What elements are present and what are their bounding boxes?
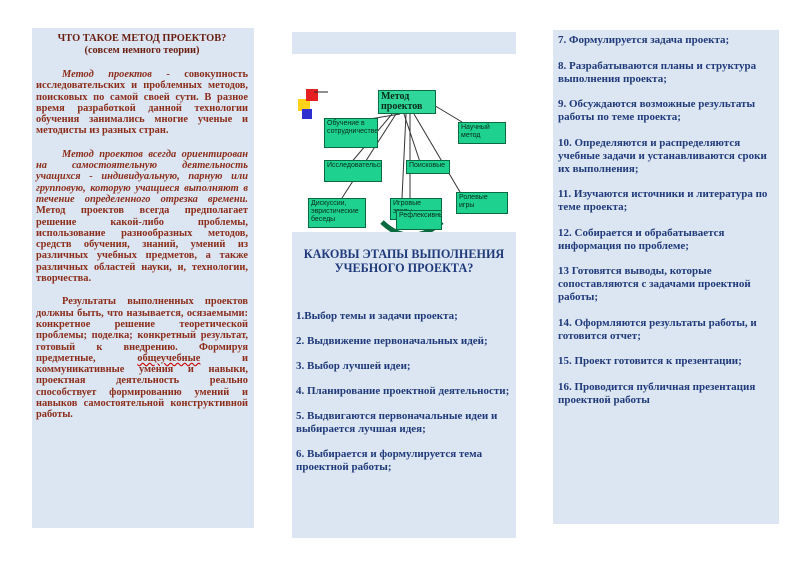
diagram-box-reflexive: Рефлексивные xyxy=(396,210,442,230)
stage-item: 6. Выбирается и формулируется тема проек… xyxy=(296,448,483,473)
stage-item: 13 Готовятся выводы, которые сопоставляю… xyxy=(558,265,751,303)
theory-paragraph-2: Метод проектов всегда ориентирован на са… xyxy=(36,149,248,285)
diagram-box-role-games: Ролевые игры xyxy=(456,192,508,214)
stage-item: 16. Проводится публичная презентация про… xyxy=(558,380,756,406)
theory-paragraph-1: Метод проектов - совокупность исследоват… xyxy=(36,69,248,137)
diagram-box-cooperation: Обучение в сотрудничестве xyxy=(324,118,378,148)
paragraph-2-italic: Метод проектов всегда ориентирован на са… xyxy=(36,148,248,205)
decor-blue-square xyxy=(302,109,312,119)
method-term: Метод проектов xyxy=(62,69,152,80)
stage-item: 3. Выбор лучшей идеи; xyxy=(296,360,411,372)
methods-diagram: Метод проектов Обучение в сотрудничестве… xyxy=(292,54,516,232)
stage-item: 5. Выдвигаются первоначальные идеи и выб… xyxy=(296,410,498,435)
decor-yellow-square xyxy=(298,99,310,111)
stage-item: 7. Формулируется задача проекта; xyxy=(558,34,730,46)
diagram-box-research: Исследовательские xyxy=(324,160,382,182)
diagram-box-scientific: Научный метод xyxy=(458,122,506,144)
stage-item: 14. Оформляются результаты работы, и гот… xyxy=(558,316,757,342)
paragraph-3-text-b: и коммуникативные умения и навыки, проек… xyxy=(36,352,248,421)
stage-item: 8. Разрабатываются планы и структура вып… xyxy=(558,59,757,85)
theory-panel: ЧТО ТАКОЕ МЕТОД ПРОЕКТОВ? (совсем немног… xyxy=(32,28,254,528)
paragraph-2-text: Метод проектов всегда предполагает решен… xyxy=(36,205,248,285)
theory-paragraph-3: Результаты выполненных проектов должны б… xyxy=(36,296,248,420)
stages-title: КАКОВЫ ЭТАПЫ ВЫПОЛНЕНИЯ УЧЕБНОГО ПРОЕКТА… xyxy=(303,247,505,276)
theory-title: ЧТО ТАКОЕ МЕТОД ПРОЕКТОВ? xyxy=(57,33,227,44)
stage-item: 2. Выдвижение первоначальных идей; xyxy=(296,335,488,347)
stage-item: 10. Определяются и распределяются учебны… xyxy=(558,136,767,175)
diagram-box-discussions: Дискуссии, эвристические беседы xyxy=(308,198,366,228)
paragraph-3-text-a: Результаты выполненных проектов должны б… xyxy=(36,296,248,364)
stage-item: 1.Выбор темы и задачи проекта; xyxy=(296,310,458,322)
spellcheck-underlined-word: общеучебные xyxy=(137,352,201,364)
stage-item: 4. Планирование проектной деятельности; xyxy=(296,385,510,397)
stage-item: 15. Проект готовится к презентации; xyxy=(558,355,742,367)
stage-item: 11. Изучаются источники и литература по … xyxy=(558,188,768,213)
stage-item: 12. Собирается и обрабатывается информац… xyxy=(558,226,725,252)
paragraph-1-text: - совокупность исследовательских и пробл… xyxy=(36,69,248,137)
stages-panel: Метод проектов Обучение в сотрудничестве… xyxy=(292,32,516,538)
decor-red-square xyxy=(306,89,318,101)
stage-item: 9. Обсуждаются возможные результаты рабо… xyxy=(558,98,756,123)
stages-panel-continued: 7. Формулируется задача проекта; 8. Разр… xyxy=(553,30,779,524)
stages-list-1: 1.Выбор темы и задачи проекта; 2. Выдвиж… xyxy=(296,310,512,486)
diagram-box-search: Поисковые xyxy=(406,160,450,174)
diagram-box-main: Метод проектов xyxy=(378,90,436,114)
theory-subtitle: (совсем немного теории) xyxy=(84,45,200,56)
